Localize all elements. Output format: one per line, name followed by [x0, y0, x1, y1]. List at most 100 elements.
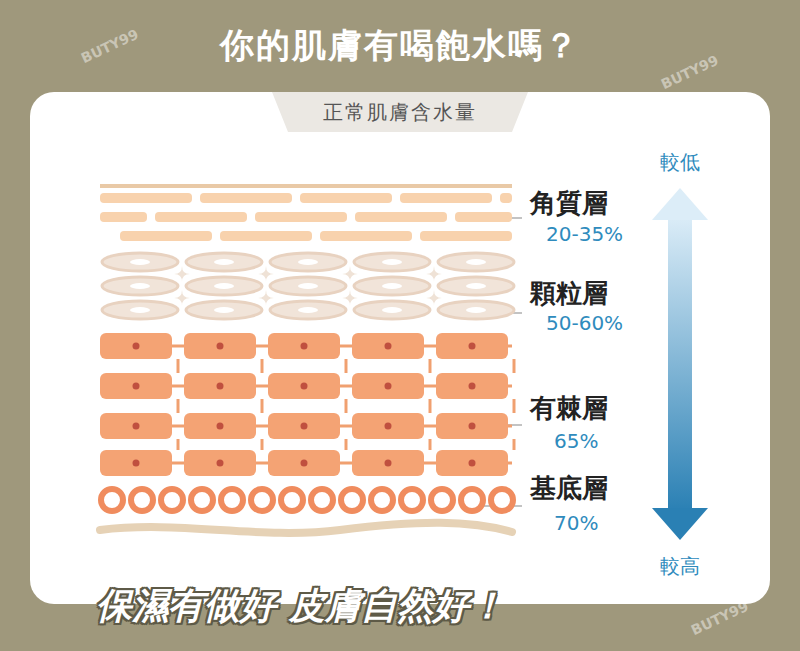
spinous-nucleus: [469, 383, 476, 390]
spinous-nucleus: [469, 343, 476, 350]
spinous-nucleus: [301, 423, 308, 430]
basal-cell: [461, 489, 483, 511]
spinous-nucleus: [217, 343, 224, 350]
granular-nucleus: [298, 283, 318, 289]
spinous-nucleus: [385, 343, 392, 350]
spinous-cell: [268, 373, 340, 399]
granular-cell: [270, 253, 346, 271]
layer-name: 基底層: [530, 471, 608, 506]
spinous-nucleus: [301, 383, 308, 390]
granular-cell: [186, 253, 262, 271]
corneum-cell: [200, 193, 292, 203]
granular-cell: [102, 301, 178, 319]
layer-name: 顆粒層: [530, 276, 608, 311]
tab-box: 正常肌膚含水量: [317, 95, 483, 130]
sparkle: [342, 290, 358, 306]
granular-cell: [438, 277, 514, 295]
spine-link: [261, 439, 264, 450]
corneum-cell: [500, 193, 512, 203]
sparkle: [174, 266, 190, 282]
granular-cell: [270, 277, 346, 295]
basal-cell: [371, 489, 393, 511]
spinous-cell: [352, 413, 424, 439]
spine-link: [261, 359, 264, 373]
basal-cell: [251, 489, 273, 511]
granular-cell: [186, 277, 262, 295]
spine-link: [429, 359, 432, 373]
spinous-nucleus: [301, 343, 308, 350]
spinous-cell: [100, 413, 172, 439]
spinous-cell: [184, 450, 256, 476]
spinous-cell: [352, 333, 424, 359]
wave-line: [100, 523, 512, 533]
spinous-nucleus: [385, 383, 392, 390]
spine-link: [513, 439, 516, 450]
basal-cell: [101, 489, 123, 511]
granular-cell: [438, 253, 514, 271]
granular-cell: [438, 301, 514, 319]
basal-cell: [221, 489, 243, 511]
basal-cell: [491, 489, 513, 511]
spinous-cell: [184, 413, 256, 439]
granular-cell: [102, 277, 178, 295]
axis-label: 較低: [660, 149, 700, 176]
sparkle: [426, 290, 442, 306]
sparkle: [258, 266, 274, 282]
water-percent: 50-60%: [546, 311, 623, 335]
corneum-cell: [455, 212, 512, 222]
spinous-cell: [100, 373, 172, 399]
spinous-nucleus: [385, 423, 392, 430]
spinous-nucleus: [133, 343, 140, 350]
spine-link: [429, 439, 432, 450]
spinous-cell: [352, 450, 424, 476]
granular-nucleus: [298, 307, 318, 313]
spinous-cell: [100, 333, 172, 359]
layer-name: 有棘層: [530, 391, 608, 426]
tab-label: 正常肌膚含水量: [323, 99, 477, 126]
sparkle: [174, 290, 190, 306]
corneum-cell: [400, 193, 492, 203]
granular-nucleus: [214, 307, 234, 313]
sparkle: [342, 266, 358, 282]
spine-link: [177, 439, 180, 450]
basal-cell: [161, 489, 183, 511]
spinous-nucleus: [217, 423, 224, 430]
spine-link: [177, 399, 180, 413]
granular-cell: [354, 253, 430, 271]
basal-cell: [191, 489, 213, 511]
axis-label: 較高: [660, 553, 700, 580]
spinous-nucleus: [217, 460, 224, 467]
spinous-nucleus: [133, 460, 140, 467]
spinous-cell: [268, 450, 340, 476]
granular-nucleus: [130, 283, 150, 289]
spinous-cell: [352, 373, 424, 399]
granular-nucleus: [382, 283, 402, 289]
corneum-cell: [100, 212, 147, 222]
spine-link: [345, 359, 348, 373]
basal-cell: [311, 489, 333, 511]
granular-cell: [270, 301, 346, 319]
spine-link: [345, 439, 348, 450]
spinous-cell: [436, 413, 508, 439]
corneum-cell: [355, 212, 447, 222]
corneum-cell: [120, 231, 212, 241]
page-title: 你的肌膚有喝飽水嗎？: [220, 23, 580, 69]
spine-link: [345, 399, 348, 413]
gradient-arrow: [652, 188, 708, 540]
granular-nucleus: [214, 283, 234, 289]
watermark: BUTY99: [659, 52, 721, 92]
spinous-nucleus: [133, 423, 140, 430]
sparkle: [258, 290, 274, 306]
spinous-cell: [268, 333, 340, 359]
spinous-cell: [184, 373, 256, 399]
layer-name: 角質層: [530, 186, 608, 221]
granular-nucleus: [382, 259, 402, 265]
corneum-cell: [155, 212, 247, 222]
watermark: BUTY99: [79, 26, 141, 66]
spine-link: [261, 399, 264, 413]
basal-cell: [341, 489, 363, 511]
granular-nucleus: [298, 259, 318, 265]
water-percent: 20-35%: [546, 222, 623, 246]
corneum-cell: [420, 231, 512, 241]
spine-link: [429, 399, 432, 413]
